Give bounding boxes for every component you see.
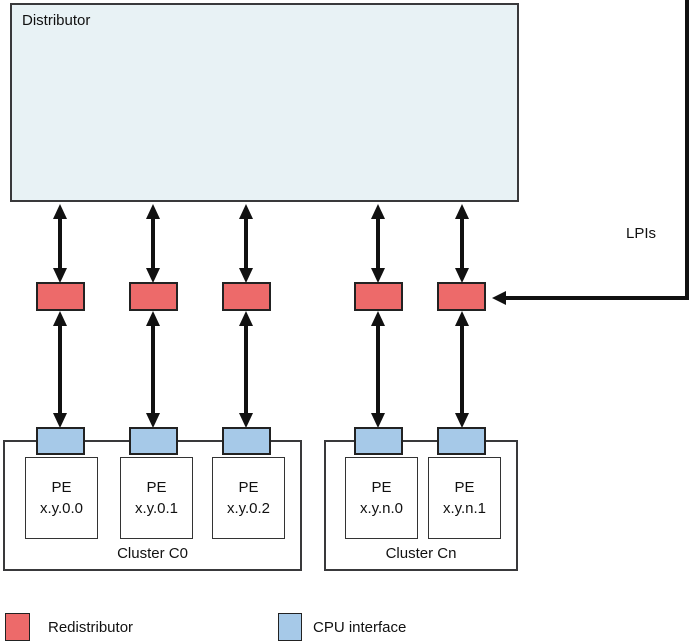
bidirectional-arrow-icon [238,311,254,428]
lpis-line-horizontal [505,296,689,300]
pe-name: PE [371,479,392,496]
legend-cpu-interface-swatch [278,613,302,641]
pe-box: PE x.y.n.1 [428,457,501,539]
pe-name: PE [146,479,167,496]
bidirectional-arrow-icon [454,204,470,283]
bidirectional-arrow-icon [370,311,386,428]
lpis-label: LPIs [626,225,657,242]
pe-id: x.y.n.1 [442,500,487,517]
cluster-cn-box: PE x.y.n.0 PE x.y.n.1 Cluster Cn [324,440,518,571]
legend-redistributor-label: Redistributor [48,619,134,636]
cpu-interface-box [354,427,403,455]
redistributor-box [437,282,486,311]
pe-name: PE [51,479,72,496]
bidirectional-arrow-icon [370,204,386,283]
bidirectional-arrow-icon [454,311,470,428]
redistributor-box [354,282,403,311]
bidirectional-arrow-icon [238,204,254,283]
cpu-interface-box [222,427,271,455]
cluster-cn-label: Cluster Cn [385,545,457,562]
pe-box: PE x.y.0.1 [120,457,193,539]
lpis-arrowhead-icon [492,291,506,305]
cpu-interface-box [437,427,486,455]
pe-box: PE x.y.0.0 [25,457,98,539]
distributor-box: Distributor [10,3,519,202]
bidirectional-arrow-icon [52,204,68,283]
bidirectional-arrow-icon [145,311,161,428]
pe-id: x.y.0.0 [39,500,84,517]
redistributor-box [222,282,271,311]
legend-cpu-interface-label: CPU interface [313,619,407,636]
pe-box: PE x.y.0.2 [212,457,285,539]
cpu-interface-box [129,427,178,455]
pe-name: PE [454,479,475,496]
lpis-line-vertical [685,0,689,299]
bidirectional-arrow-icon [145,204,161,283]
pe-id: x.y.n.0 [359,500,404,517]
distributor-label: Distributor [22,12,91,29]
pe-id: x.y.0.2 [226,500,271,517]
cluster-c0-label: Cluster C0 [117,545,188,562]
legend-redistributor-swatch [5,613,30,641]
redistributor-box [129,282,178,311]
bidirectional-arrow-icon [52,311,68,428]
pe-id: x.y.0.1 [134,500,179,517]
pe-name: PE [238,479,259,496]
pe-box: PE x.y.n.0 [345,457,418,539]
cluster-c0-box: PE x.y.0.0 PE x.y.0.1 PE x.y.0.2 Cluster… [3,440,302,571]
redistributor-box [36,282,85,311]
cpu-interface-box [36,427,85,455]
